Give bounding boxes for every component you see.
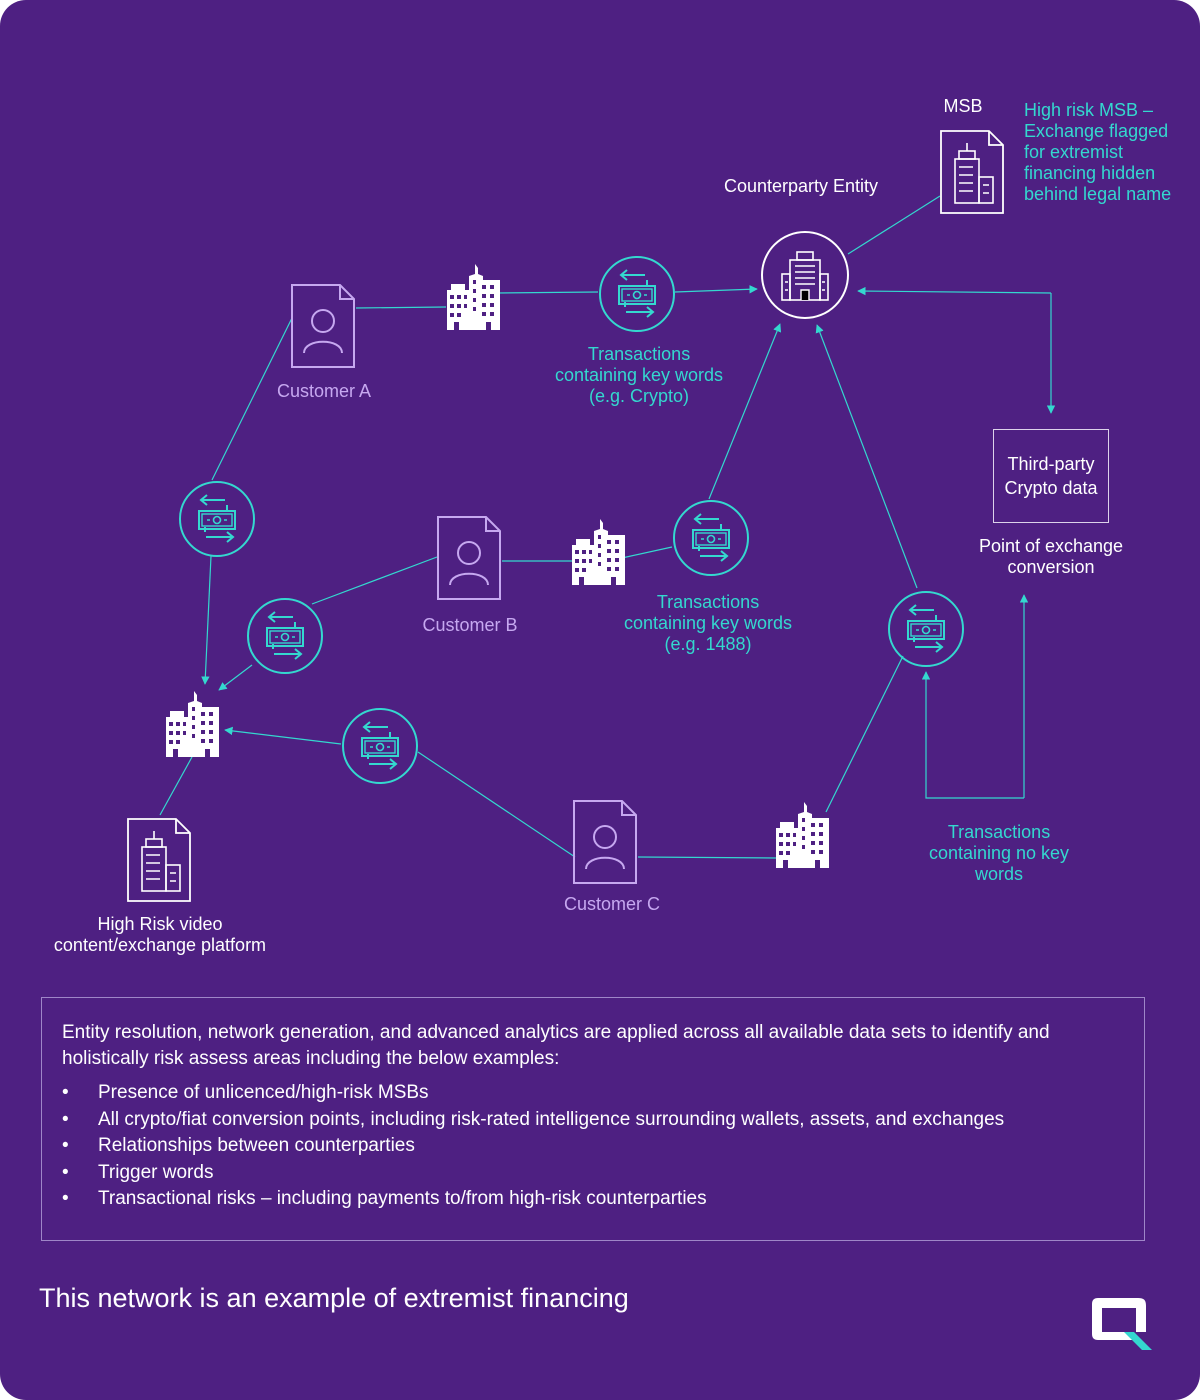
customer-c-label: Customer C (563, 894, 661, 914)
edge-no-keyword-loop-left (921, 671, 1024, 799)
edge-customer-c-txn (417, 751, 576, 858)
third-party-crypto-data-box: Third-party Crypto data (993, 429, 1109, 523)
msb-title: MSB (943, 96, 983, 116)
edge-txn-counterparty (674, 285, 758, 294)
platform-building-document-icon (127, 818, 191, 902)
company-b-buildings-icon (572, 519, 625, 585)
msb-building-document-icon (940, 130, 1004, 214)
edge-label-1488-keywords: Transactions containing key words (e.g. … (623, 592, 793, 654)
money-transfer-icon (888, 591, 964, 667)
network-diagram (127, 130, 1056, 902)
edge-label-no-keywords: Transactions containing no key words (928, 822, 1070, 884)
money-transfer-icon (342, 708, 418, 784)
info-bullet: Trigger words (62, 1160, 1124, 1187)
edge-company-b-txn (621, 546, 673, 559)
edge-label-crypto-keywords: Transactions containing key words (e.g. … (554, 344, 724, 406)
info-intro: Entity resolution, network generation, a… (62, 1022, 1050, 1069)
edge-txn-c-counterparty (815, 324, 918, 589)
counterparty-office-building-icon (761, 231, 849, 319)
brand-q-logo-icon (1092, 1298, 1152, 1350)
edge-company-c-txn (825, 655, 904, 813)
customer-b-icon (437, 516, 501, 600)
edge-txn-c-platform (224, 726, 342, 745)
money-transfer-icon (673, 500, 749, 576)
customer-a-label: Customer A (276, 381, 372, 401)
money-transfer-icon (599, 256, 675, 332)
edge-customer-c-company (637, 856, 777, 859)
edge-counterparty-msb (847, 195, 941, 255)
footer-title: This network is an example of extremist … (39, 1283, 629, 1313)
company-a-buildings-icon (447, 264, 500, 330)
money-transfer-icon (179, 481, 255, 557)
customer-a-icon (291, 284, 355, 368)
money-transfer-icon (247, 598, 323, 674)
edge-customer-a-company (355, 306, 447, 309)
edge-third-party-left (857, 286, 1052, 296)
edge-customer-b-txn (311, 556, 438, 605)
msb-risk-note: High risk MSB – Exchange flagged for ext… (1024, 100, 1172, 204)
point-of-exchange-caption: Point of exchange conversion (978, 536, 1124, 577)
platform-buildings-icon (166, 691, 219, 757)
company-c-buildings-icon (776, 802, 829, 868)
high-risk-platform-label: High Risk video content/exchange platfor… (53, 914, 267, 955)
info-bullet: Relationships between counterparties (62, 1133, 1124, 1160)
info-bullet: Transactional risks – including payments… (62, 1186, 1124, 1213)
third-party-crypto-data-label: Third-party Crypto data (1004, 454, 1098, 498)
info-bullet: All crypto/fiat conversion points, inclu… (62, 1107, 1124, 1134)
edge-txn-platform (201, 555, 212, 685)
edges (159, 195, 1056, 859)
info-bullet-list: Presence of unlicenced/high-risk MSBs Al… (62, 1080, 1124, 1213)
edge-txn-b-platform (218, 664, 253, 691)
edge-customer-a-txn (211, 317, 293, 481)
edge-txn-b-counterparty (708, 323, 782, 500)
customer-b-label: Customer B (422, 615, 518, 635)
edge-platform-doc (159, 756, 193, 816)
customer-c-icon (573, 800, 637, 884)
counterparty-entity-title: Counterparty Entity (723, 176, 879, 196)
edge-company-a-txn (496, 291, 599, 294)
info-bullet: Presence of unlicenced/high-risk MSBs (62, 1080, 1124, 1107)
analytics-info-panel: Entity resolution, network generation, a… (41, 997, 1145, 1241)
